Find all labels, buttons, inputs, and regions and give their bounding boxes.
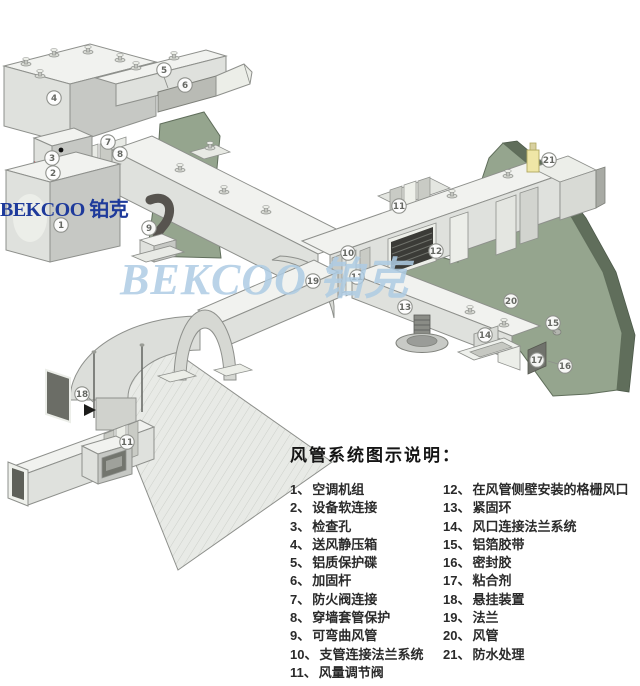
elbow-duct <box>45 315 201 431</box>
legend-item: 10、支管连接法兰系统 <box>290 646 424 662</box>
svg-text:14: 14 <box>479 331 491 341</box>
hanger-rods <box>84 343 145 418</box>
main-trunk-duct <box>110 135 360 297</box>
callout-11: 11 <box>391 198 407 214</box>
legend-item: 8、穿墙套管保护 <box>290 610 391 626</box>
legend-item: 13、紧固环 <box>443 500 512 516</box>
callout-14: 14 <box>477 327 493 343</box>
legend-item: 9、可弯曲风管 <box>290 628 378 644</box>
legend-item: 6、加固杆 <box>290 573 352 589</box>
callout-15: 15 <box>545 315 561 331</box>
callout-12: 12 <box>428 243 444 259</box>
legend-column-1: 1、空调机组 2、设备软连接 3、检查孔 4、送风静压箱 5、铝质保护碟 6、加固杆 7、防… <box>290 481 443 682</box>
svg-text:8: 8 <box>117 150 123 160</box>
svg-text:2: 2 <box>50 169 56 179</box>
svg-text:11: 11 <box>351 273 363 283</box>
callout-19: 19 <box>305 273 321 289</box>
callout-4: 4 <box>46 90 62 106</box>
callout-2: 2 <box>45 165 61 181</box>
callout-9: 9 <box>141 220 157 236</box>
ac-unit <box>4 151 122 263</box>
svg-text:5: 5 <box>161 66 167 76</box>
legend-item: 3、检查孔 <box>290 518 352 534</box>
callout-1: 1 <box>53 217 69 233</box>
callout-16: 16 <box>557 358 573 374</box>
inspection-hole <box>58 147 64 153</box>
callout-6: 6 <box>177 77 193 93</box>
svg-text:15: 15 <box>547 319 559 329</box>
callout-17: 17 <box>529 352 545 368</box>
legend-item: 4、送风静压箱 <box>290 536 378 552</box>
legend-item: 19、法兰 <box>443 610 499 626</box>
svg-text:19: 19 <box>307 277 319 287</box>
svg-text:7: 7 <box>105 138 111 148</box>
legend-item: 7、防火阀连接 <box>290 591 378 607</box>
legend-item: 2、设备软连接 <box>290 500 378 516</box>
legend-column-2: 12、在风管侧壁安装的格栅风口 13、紧固环 14、风口连接法兰系统 15、铝箔胶带 1… <box>443 481 640 682</box>
legend-item: 17、粘合剂 <box>443 573 512 589</box>
bekcoo-logo: BEKCOO 铂克 <box>0 199 129 221</box>
callout-8: 8 <box>112 146 128 162</box>
legend-panel: 风管系统图示说明： 1、空调机组 2、设备软连接 3、检查孔 4、送风静压箱 5、铝质保… <box>290 446 640 682</box>
svg-text:17: 17 <box>531 356 543 366</box>
legend-item: 5、铝质保护碟 <box>290 555 378 571</box>
svg-text:13: 13 <box>399 303 411 313</box>
svg-text:1: 1 <box>58 221 64 231</box>
svg-text:4: 4 <box>51 94 57 104</box>
svg-text:11: 11 <box>121 438 133 448</box>
callout-13: 13 <box>397 299 413 315</box>
legend-item: 18、悬挂装置 <box>443 591 525 607</box>
callout-21: 21 <box>541 152 557 168</box>
bekcoo-watermark: BEKCOO 铂克 <box>120 255 409 304</box>
callout-3: 3 <box>44 150 60 166</box>
legend-item: 14、风口连接法兰系统 <box>443 518 577 534</box>
legend-item: 21、防水处理 <box>443 646 525 662</box>
svg-text:20: 20 <box>505 297 517 307</box>
callout-20: 20 <box>503 293 519 309</box>
legend-item: 1、空调机组 <box>290 482 365 497</box>
legend-item: 11、风量调节阀 <box>290 664 384 680</box>
legend-item: 16、密封胶 <box>443 555 512 571</box>
svg-text:9: 9 <box>146 224 152 234</box>
legend-item: 20、风管 <box>443 628 499 644</box>
legend-item: 15、铝箔胶带 <box>443 536 525 552</box>
svg-text:16: 16 <box>559 362 571 372</box>
arch-duct-piece <box>156 309 254 383</box>
callout-7: 7 <box>100 134 116 150</box>
waterproof-sealant-tube <box>526 142 540 173</box>
svg-text:3: 3 <box>49 154 55 164</box>
svg-text:21: 21 <box>543 156 555 166</box>
svg-text:6: 6 <box>182 81 188 91</box>
callout-11: 11 <box>119 434 135 450</box>
legend-columns: 1、空调机组 2、设备软连接 3、检查孔 4、送风静压箱 5、铝质保护碟 6、加固杆 7、防… <box>290 481 640 682</box>
svg-text:11: 11 <box>393 202 405 212</box>
svg-text:12: 12 <box>430 247 442 257</box>
callout-5: 5 <box>156 62 172 78</box>
flexible-duct <box>130 193 186 263</box>
callout-18: 18 <box>74 386 90 402</box>
side-wall-grille <box>387 222 437 278</box>
callout-10: 10 <box>340 245 356 261</box>
clamping-ring-support <box>395 314 449 353</box>
svg-text:18: 18 <box>76 390 88 400</box>
svg-text:10: 10 <box>342 249 354 259</box>
callout-11: 11 <box>349 269 365 285</box>
legend-title: 风管系统图示说明： <box>290 446 461 465</box>
hanger-clamp <box>84 404 96 416</box>
legend-item: 12、在风管侧壁安装的格栅风口 <box>443 482 629 497</box>
